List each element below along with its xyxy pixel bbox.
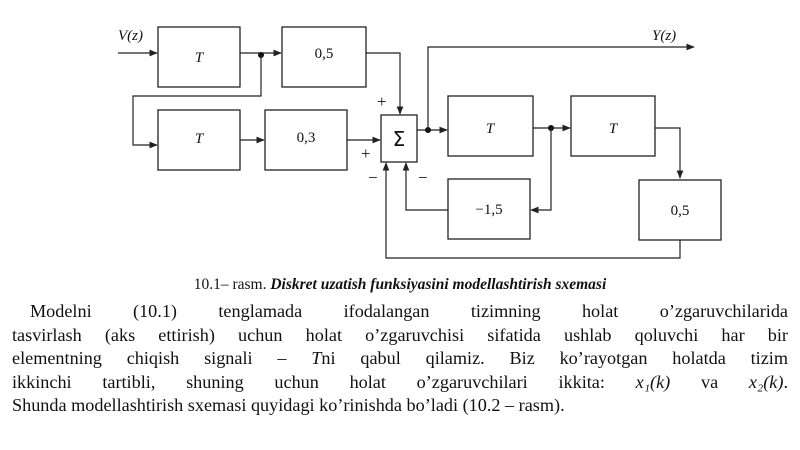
block-t4-label: T [609, 121, 619, 137]
math-x1: x₁(k) [635, 371, 671, 392]
block-t3 [447, 95, 534, 157]
body-paragraph: Modelni (10.1) tenglamada ifodalangan ti… [12, 300, 788, 418]
wire-k1-sum [366, 52, 404, 115]
block-fb2 [638, 179, 722, 241]
line3-part-b: ni qabul qilamiz. Biz ko’rayotgan holatd… [321, 348, 789, 369]
input-label: V(z) [118, 28, 143, 44]
wire-branch-t2 [132, 55, 262, 149]
wire-fb1-sum [402, 162, 448, 211]
line4-part-a: ikkinchi tartibli, shuning uchun holat o… [12, 371, 636, 392]
block-t1-label: T [195, 50, 205, 66]
block-fb1-label: −1,5 [475, 202, 502, 218]
block-t1 [157, 26, 241, 88]
sign-bottom-right: − [418, 168, 428, 187]
summation-symbol: Σ [393, 127, 406, 151]
line3-part-a: elementning chiqish signali – [12, 348, 312, 369]
wire-t4-fb2 [655, 127, 684, 179]
block-fb1 [447, 178, 531, 240]
sign-bottom-left: − [368, 168, 378, 187]
wire-fb2-sum [382, 162, 681, 259]
line4-end: . [783, 371, 788, 392]
figure-caption: 10.1– rasm. Diskret uzatish funksiyasini… [0, 276, 800, 294]
block-k2 [264, 109, 348, 171]
math-x2: x₂(k) [748, 371, 784, 392]
block-k1 [281, 26, 367, 88]
caption-title: Diskret uzatish funksiyasini modellashti… [270, 276, 607, 293]
output-label: Y(z) [652, 28, 676, 44]
paragraph-line-1: Modelni (10.1) tenglamada ifodalangan ti… [30, 301, 788, 321]
paragraph-line-2: tasvirlash (aks ettirish) uchun holat o’… [12, 324, 788, 345]
block-t3-label: T [486, 121, 496, 137]
paragraph-line-5: Shunda modellashtirish sxemasi quyidagi … [12, 395, 565, 416]
wire-output [427, 43, 695, 130]
block-k1-label: 0,5 [315, 46, 334, 62]
caption-number: 10.1– rasm. [193, 276, 267, 293]
block-k2-label: 0,3 [297, 130, 316, 146]
paragraph-line-3: elementning chiqish signali – Tni qabul … [12, 347, 788, 371]
wire-junction-fb1 [530, 128, 552, 214]
paragraph-line-4: ikkinchi tartibli, shuning uchun holat o… [12, 371, 788, 395]
line4-mid: va [670, 371, 749, 392]
block-diagram: V(z) T 0,5 T 0,3 Σ + + − − Y(z) T T 0,5 [118, 26, 722, 259]
block-fb2-label: 0,5 [671, 203, 690, 219]
sign-top: + [377, 92, 387, 111]
sign-left: + [361, 144, 371, 163]
line3-var-t: T [311, 348, 322, 369]
block-t4 [570, 95, 656, 157]
block-t2-label: T [195, 131, 205, 147]
summation-block [380, 114, 418, 163]
